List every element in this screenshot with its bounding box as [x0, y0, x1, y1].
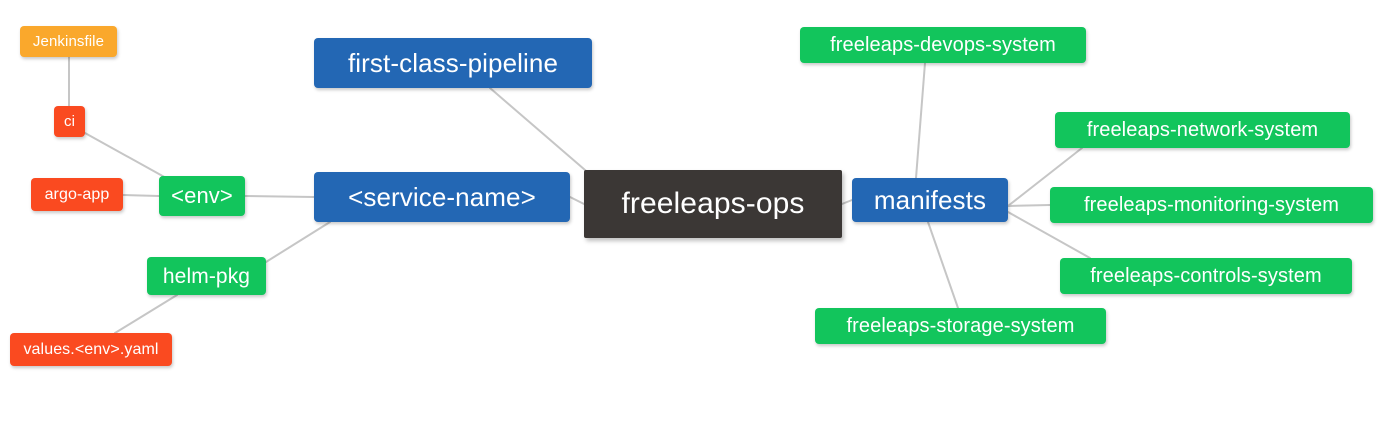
node-freeleaps-controls-system[interactable]: freeleaps-controls-system: [1060, 258, 1352, 294]
edge-root-to-service-name: [569, 196, 585, 205]
edge-helm-pkg-to-values-env-yaml: [114, 294, 178, 334]
node-service-name[interactable]: <service-name>: [314, 172, 570, 222]
node-first-class-pipeline[interactable]: first-class-pipeline: [314, 38, 592, 88]
edge-root-to-manifests: [841, 199, 853, 205]
node-helm-pkg[interactable]: helm-pkg: [147, 257, 266, 295]
edge-root-to-first-class-pipeline: [489, 87, 593, 177]
edge-env-to-argo-app: [122, 194, 160, 197]
edge-manifests-to-freeleaps-storage-system: [927, 221, 959, 309]
node-freeleaps-devops-system[interactable]: freeleaps-devops-system: [800, 27, 1086, 63]
node-freeleaps-network-system[interactable]: freeleaps-network-system: [1055, 112, 1350, 148]
node-freeleaps-storage-system[interactable]: freeleaps-storage-system: [815, 308, 1106, 344]
edge-manifests-to-freeleaps-monitoring-system: [1007, 204, 1051, 207]
edge-manifests-to-freeleaps-devops-system: [915, 62, 926, 179]
node-argo-app[interactable]: argo-app: [31, 178, 123, 211]
node-ci[interactable]: ci: [54, 106, 85, 137]
node-values-env-yaml[interactable]: values.<env>.yaml: [10, 333, 172, 366]
node-jenkinsfile[interactable]: Jenkinsfile: [20, 26, 117, 57]
node-manifests[interactable]: manifests: [852, 178, 1008, 222]
edge-service-name-to-env: [244, 195, 315, 198]
node-freeleaps-monitoring-system[interactable]: freeleaps-monitoring-system: [1050, 187, 1373, 223]
edge-service-name-to-helm-pkg: [265, 221, 331, 263]
node-env[interactable]: <env>: [159, 176, 245, 216]
edge-env-to-ci: [84, 132, 169, 180]
node-root[interactable]: freeleaps-ops: [584, 170, 842, 238]
